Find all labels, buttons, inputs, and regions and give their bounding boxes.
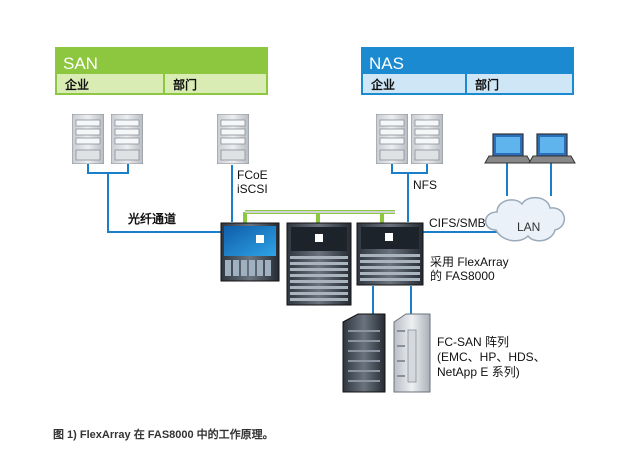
nas-cell-department: 部门 (467, 74, 572, 93)
fc-san-array-icon (393, 313, 431, 393)
fas8000-controller (220, 222, 280, 282)
fas8000-disk-shelf (286, 222, 352, 306)
san-cell-department: 部门 (165, 74, 266, 93)
nas-cell-enterprise: 企业 (363, 74, 467, 93)
nfs-label: NFS (413, 178, 437, 192)
san-header: SAN 企业 部门 (55, 47, 268, 95)
san-server-icon (72, 114, 104, 164)
cifs-smb-label: CIFS/SMB (429, 216, 486, 230)
fcsan-label-line3: NetApp E 系列) (437, 365, 520, 379)
san-cell-enterprise: 企业 (57, 74, 165, 93)
nas-header: NAS 企业 部门 (361, 47, 574, 95)
san-title: SAN (63, 54, 98, 73)
fc-san-array-icon (342, 313, 386, 393)
figure-caption: 图 1) FlexArray 在 FAS8000 中的工作原理。 (53, 429, 274, 441)
nas-server-icon (376, 114, 408, 164)
fcsan-label-line1: FC-SAN 阵列 (437, 335, 510, 349)
green-links (243, 210, 395, 224)
lan-label: LAN (517, 220, 541, 234)
fcoe-label: FCoE (237, 168, 268, 182)
iscsi-label: iSCSI (237, 182, 268, 196)
lan-cloud-icon (484, 196, 565, 242)
fcoe-server-icon (217, 114, 249, 164)
flexarray-label-line1: 采用 FlexArray (430, 255, 509, 269)
fiber-channel-label: 光纤通道 (128, 212, 177, 226)
laptop-icon (484, 133, 532, 164)
blue-links (87, 163, 552, 318)
laptop-icon (528, 133, 576, 164)
nas-title: NAS (369, 54, 404, 73)
san-server-icon (111, 114, 143, 164)
fcsan-label-line2: (EMC、HP、HDS、 (437, 350, 546, 364)
nas-server-icon (411, 114, 443, 164)
flexarray-label-line2: 的 FAS8000 (430, 269, 495, 283)
fas8000-disk-shelf (356, 222, 424, 286)
